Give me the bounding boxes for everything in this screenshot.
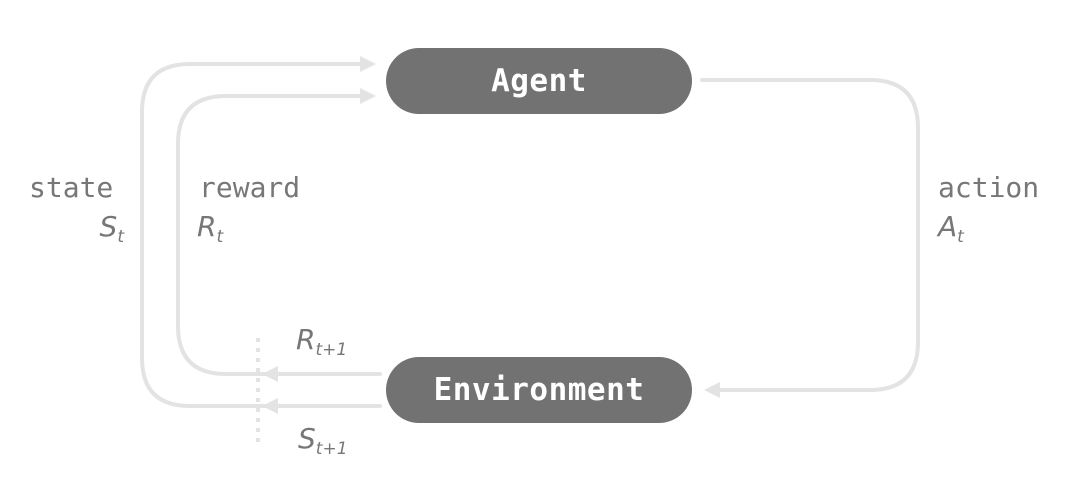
- state-label: state: [29, 171, 114, 204]
- state-symbol-letter: S: [99, 210, 118, 243]
- action-arrowhead: [704, 382, 720, 398]
- agent-node-label: Agent: [491, 63, 587, 99]
- state-symbol: St: [99, 210, 124, 247]
- state-symbol-subscript: t: [117, 227, 124, 247]
- reward-connector: [176, 94, 382, 376]
- reward-symbol-letter: R: [197, 210, 217, 243]
- action-symbol-subscript: t: [957, 227, 964, 247]
- agent-node: Agent: [386, 48, 692, 114]
- reward-arrowhead: [360, 88, 376, 104]
- action-label: action: [938, 171, 1040, 204]
- next-reward-symbol: Rt+1: [296, 323, 348, 360]
- action-connector: [700, 78, 920, 392]
- next-state-symbol-subscript: t+1: [315, 439, 348, 459]
- reward-symbol: Rt: [197, 210, 224, 247]
- next-state-arrowhead: [262, 398, 278, 414]
- next-reward-symbol-letter: R: [296, 323, 316, 356]
- action-symbol-letter: A: [938, 210, 958, 243]
- environment-node: Environment: [386, 357, 692, 423]
- next-reward-arrowhead: [262, 366, 278, 382]
- next-reward-symbol-subscript: t+1: [315, 340, 348, 360]
- action-symbol: At: [938, 210, 964, 247]
- environment-node-label: Environment: [433, 372, 645, 408]
- state-arrowhead: [360, 56, 376, 72]
- next-state-symbol: St+1: [298, 422, 348, 459]
- reward-symbol-subscript: t: [216, 227, 224, 247]
- state-connector: [140, 62, 382, 408]
- next-state-symbol-letter: S: [298, 422, 316, 455]
- reward-label: reward: [199, 171, 301, 204]
